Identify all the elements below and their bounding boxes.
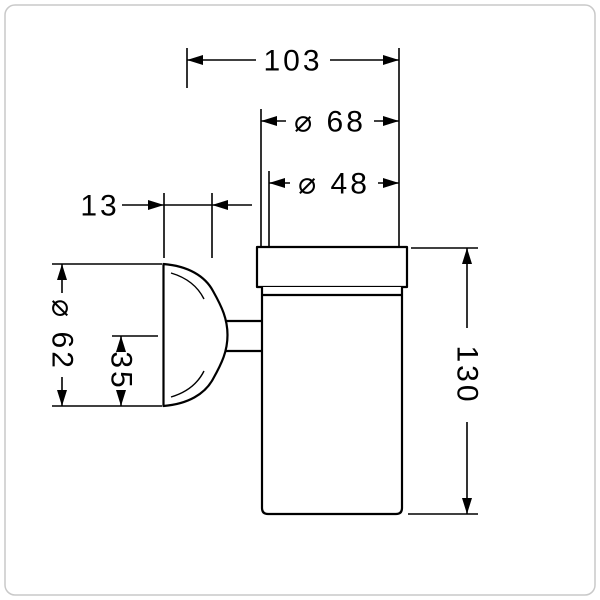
dimension-label: ⌀ 48 [298, 168, 370, 201]
wall-plate [162, 262, 229, 408]
product-outline [162, 245, 409, 516]
cup-body [260, 287, 404, 516]
dimension-plate-diameter: ⌀ 62 [44, 263, 162, 407]
dimension-total-depth: 103 [186, 42, 400, 246]
arrowhead-left [261, 116, 277, 126]
label-backdrop [286, 103, 374, 139]
arrowhead-bottom [116, 390, 126, 406]
canvas-border [4, 4, 596, 596]
label-backdrop [103, 352, 139, 390]
arrowhead-right [212, 200, 228, 210]
arrowhead-top [116, 336, 126, 352]
dimension-plate-depth: 13 [80, 190, 252, 258]
arrowhead-left [187, 55, 203, 65]
label-backdrop [44, 293, 80, 377]
dimension-holder-diameter: ⌀ 48 [268, 165, 399, 246]
arrowhead-top [57, 264, 67, 280]
arrowhead-bottom [462, 498, 472, 514]
label-backdrop [449, 328, 485, 422]
dimension-rim-diameter: ⌀ 68 [260, 103, 399, 246]
dimension-label: 13 [80, 190, 119, 223]
label-backdrop [256, 42, 330, 78]
cup-rim [255, 245, 409, 289]
wall-plate-contour-bottom [170, 370, 205, 398]
dimension-label: ⌀ 68 [294, 106, 366, 139]
dimension-label: 35 [105, 351, 138, 390]
dimension-label: 130 [451, 345, 484, 404]
dimension-label: 103 [263, 45, 322, 78]
arrowhead-left [269, 178, 285, 188]
label-backdrop [290, 165, 378, 201]
dimension-arm-offset: 35 [103, 335, 158, 406]
wall-plate-contour-top [170, 272, 205, 300]
dimension-label: ⌀ 62 [46, 299, 79, 371]
arrowhead-bottom [57, 390, 67, 406]
arrowhead-top [462, 248, 472, 264]
arrowhead-right [383, 116, 399, 126]
arrowhead-right [383, 55, 399, 65]
arrowhead-right [383, 178, 399, 188]
dimension-cup-height: 130 [408, 247, 485, 515]
arrowhead-left [148, 200, 164, 210]
